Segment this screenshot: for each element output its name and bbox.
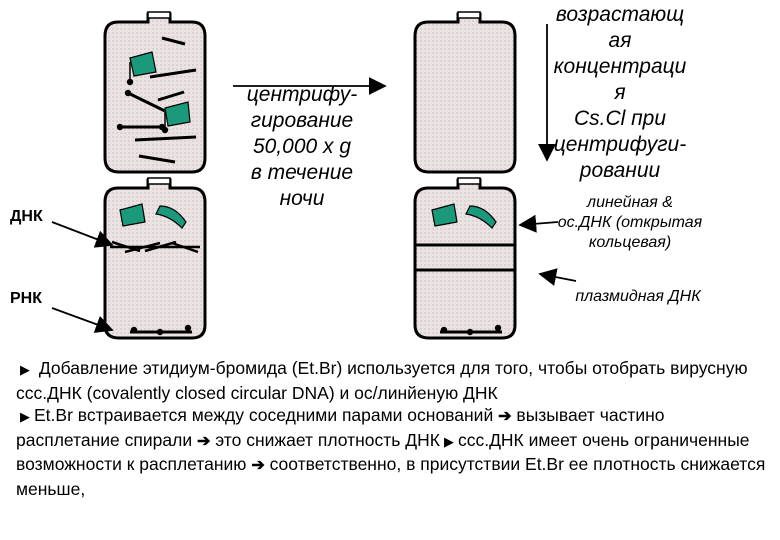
centrifugation-diagram	[51, 11, 577, 340]
linear-dna-label: линейная & ос.ДНК (открытая кольцевая)	[520, 193, 740, 253]
dna-pointer-arrow	[51, 221, 114, 248]
arrow-right-icon: ➔	[196, 432, 211, 450]
tube-gradient-empty	[413, 11, 517, 174]
gradient-line: концентраци	[553, 55, 687, 78]
bullet-icon: ▶	[20, 409, 30, 424]
step-line: центрифу-	[246, 83, 358, 106]
paragraph-2-text-b: вызывает частино расплетание спирали	[16, 405, 665, 450]
gradient-line: Cs.Cl при	[573, 107, 667, 130]
paragraph-2-text-a: Et.Br встраивается между соседними парам…	[34, 405, 494, 425]
paragraph-2: ▶ Et.Br встраивается между соседними пара…	[16, 404, 772, 500]
linear-label-line: линейная &	[587, 194, 673, 211]
arrow-right-icon: ➔	[251, 457, 265, 474]
tube-gradient-bands	[413, 177, 517, 340]
step-line: ночи	[279, 187, 325, 210]
dna-label: ДНК	[10, 208, 43, 225]
gradient-line: ая	[608, 29, 632, 52]
rna-label: РНК	[10, 290, 42, 307]
centrifugation-step-label: центрифу- гирование 50,000 x g в течение…	[218, 82, 386, 212]
tube-before-mixed	[103, 11, 207, 174]
tube-after-left	[103, 177, 207, 340]
arrow-right-icon: ➔	[498, 408, 512, 425]
bullet-icon: ▶	[443, 433, 454, 449]
rna-pointer-arrow	[51, 307, 114, 333]
gradient-label: возрастающ ая концентраци я Cs.Cl при це…	[540, 2, 700, 184]
paragraph-1-text: Добавление этидиум-бромида (Et.Br) испол…	[16, 358, 748, 403]
explanation-text: ▶ Добавление этидиум-бромида (Et.Br) исп…	[16, 357, 772, 500]
paragraph-2-text-c: это снижает плотность ДНК	[215, 429, 440, 450]
protein-flags	[129, 51, 191, 127]
plasmid-pointer-arrow	[538, 268, 577, 286]
gradient-line: возрастающ	[555, 3, 685, 26]
gradient-line: ровании	[579, 159, 661, 182]
step-line: гирование	[250, 109, 354, 132]
paragraph-2-text-d: ccc.ДНК имеет очень ограниченные возможн…	[16, 429, 750, 475]
paragraph-2-text-e: соответственно, в присутствии Et.Br ее п…	[16, 454, 766, 499]
bullet-icon: ▶	[20, 362, 30, 377]
linear-pointer-arrow	[518, 214, 559, 233]
linear-label-line: ос.ДНК (открытая	[557, 214, 703, 231]
step-line: 50,000 x g	[252, 135, 352, 158]
linear-label-line: кольцевая)	[588, 234, 672, 251]
paragraph-1: ▶ Добавление этидиум-бромида (Et.Br) исп…	[16, 357, 772, 404]
gradient-line: центрифуги-	[553, 133, 687, 156]
dna-fragments	[120, 36, 197, 164]
step-line: в течение	[250, 161, 354, 184]
gradient-line: я	[614, 81, 626, 104]
plasmid-dna-label: плазмидная ДНК	[575, 288, 701, 305]
